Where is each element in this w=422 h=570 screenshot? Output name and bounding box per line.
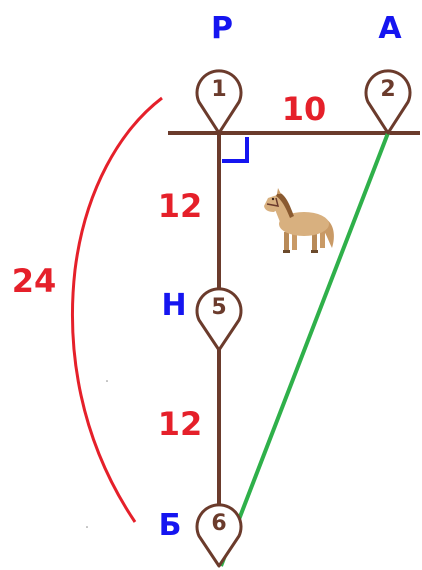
pin-number-6: 6: [211, 511, 226, 536]
location-pin-icon: 1: [195, 69, 243, 135]
measurement-rn: 12: [158, 187, 203, 225]
total-length-brace: [70, 96, 163, 523]
point-label-n: Н: [161, 288, 186, 323]
pin-number-1: 1: [211, 77, 226, 102]
measurement-total: 24: [12, 262, 57, 300]
point-label-b: Б: [159, 508, 182, 543]
pin-number-5: 5: [211, 295, 226, 320]
point-label-r: Р: [211, 11, 233, 46]
location-pin-icon: 2: [364, 69, 412, 135]
point-label-a: А: [378, 11, 402, 46]
stray-dot: [106, 380, 108, 382]
right-angle-marker: [222, 137, 249, 163]
location-pin-icon: 5: [195, 287, 243, 352]
stray-dot: [86, 526, 88, 528]
hypotenuse-ab: [219, 132, 390, 567]
location-pin-icon: 6: [195, 503, 243, 568]
measurement-ra: 10: [282, 90, 327, 128]
horse-icon: [264, 188, 334, 253]
pin-number-2: 2: [380, 77, 395, 102]
measurement-nb: 12: [158, 405, 203, 443]
